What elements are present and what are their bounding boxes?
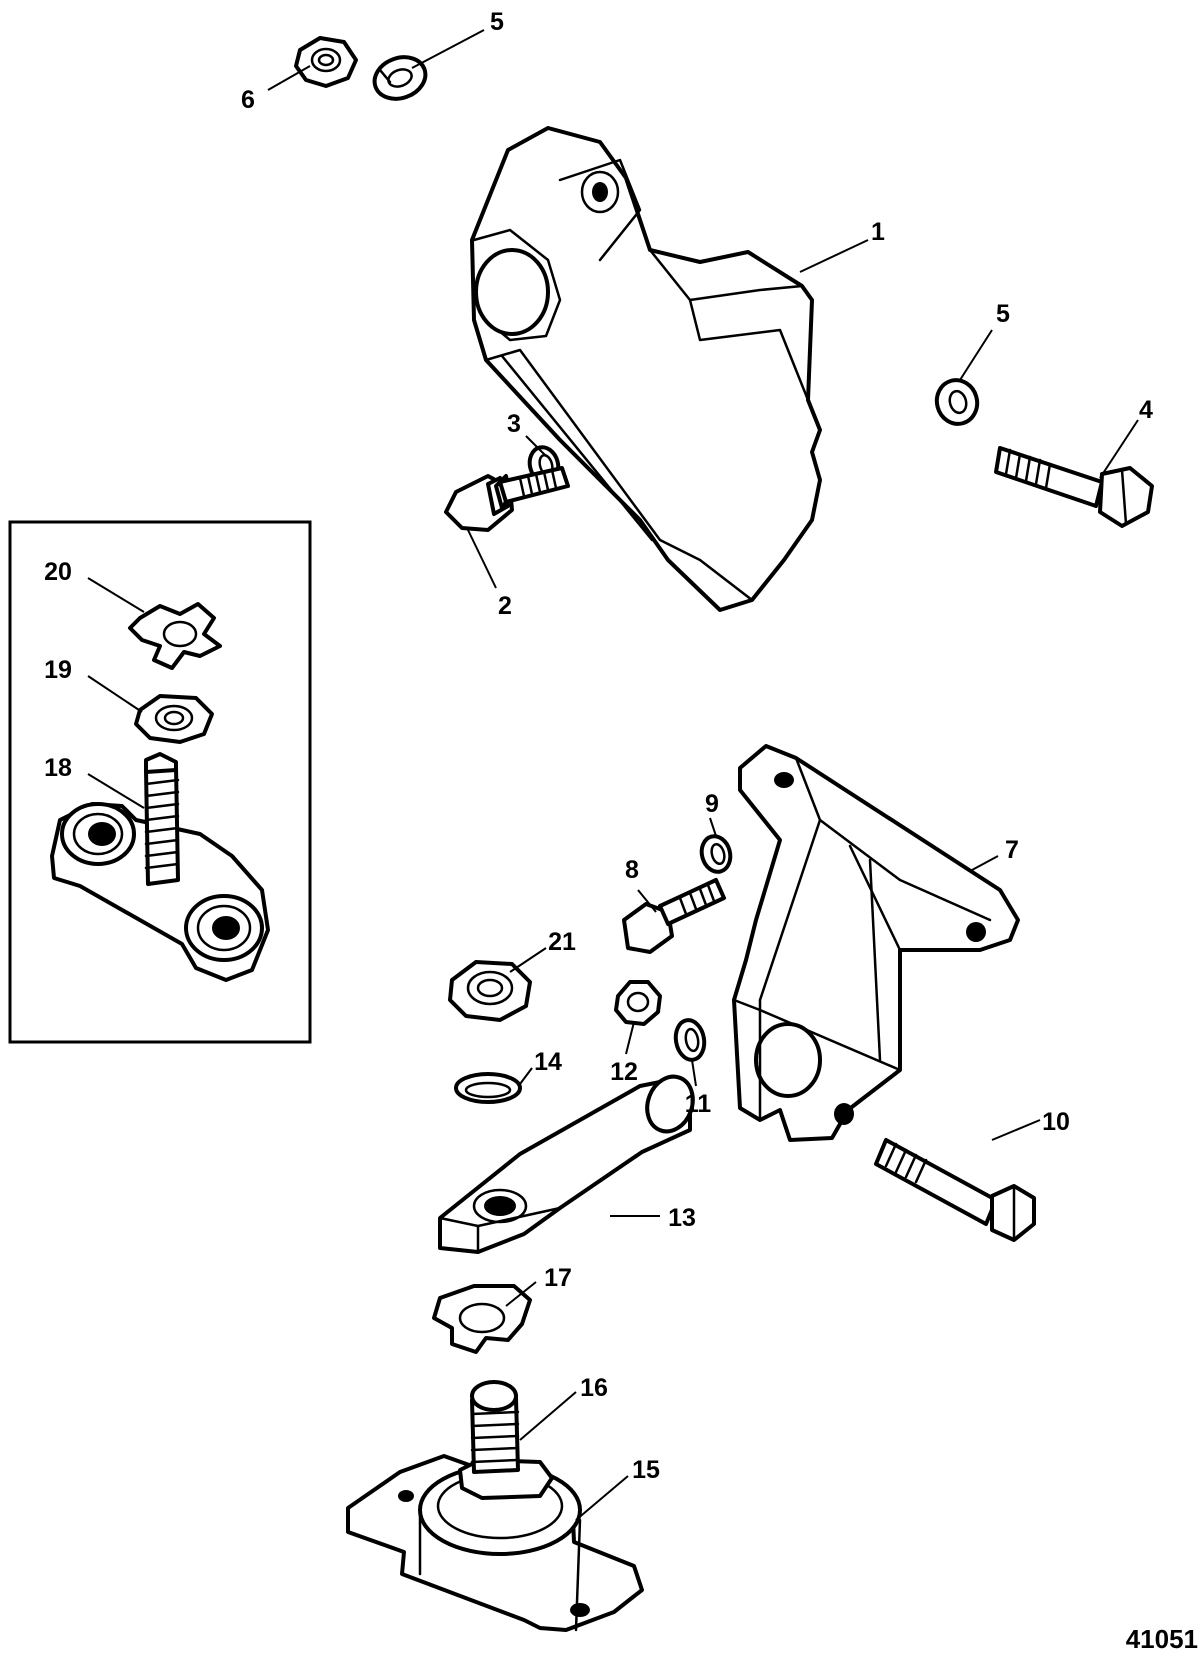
part-18-mount-with-stud[interactable]: [50, 752, 270, 982]
part-5-lock-washer-right[interactable]: [932, 376, 982, 429]
part-16-stud-and-nut[interactable]: [458, 1380, 554, 1500]
part-9-lock-washer[interactable]: [698, 833, 734, 875]
callout-18: 18: [44, 754, 72, 782]
part-17-tab-washer[interactable]: [432, 1284, 532, 1354]
drawing-number: 41051: [1126, 1624, 1198, 1654]
part-1-mounting-bracket[interactable]: [470, 126, 822, 612]
part-12-hex-nut-small[interactable]: [614, 980, 662, 1026]
callout-15: 15: [632, 1456, 660, 1484]
callout-4: 4: [1139, 396, 1153, 424]
part-21-hex-nut-large[interactable]: [448, 960, 532, 1022]
callout-10: 10: [1042, 1108, 1070, 1136]
callout-17: 17: [544, 1264, 572, 1292]
callout-19: 19: [44, 656, 72, 684]
callout-9: 9: [705, 790, 719, 818]
callout-16: 16: [580, 1374, 608, 1402]
part-11-lock-washer[interactable]: [673, 1018, 708, 1062]
inset-box: [8, 520, 312, 1044]
callout-13: 13: [668, 1204, 696, 1232]
part-19-hex-nut[interactable]: [134, 694, 214, 744]
callout-7: 7: [1005, 836, 1019, 864]
part-7-mount-bracket[interactable]: [732, 744, 1020, 1142]
part-6-hex-nut[interactable]: [294, 36, 358, 88]
part-8-hex-bolt[interactable]: [622, 878, 726, 954]
part-10-hex-bolt-long[interactable]: [874, 1138, 1036, 1242]
leader-lines: [87, 29, 1139, 1521]
part-5-lock-washer-top[interactable]: [369, 50, 432, 105]
callout-6: 6: [241, 86, 255, 114]
callout-1: 1: [871, 218, 885, 246]
callout-5-right: 5: [996, 300, 1010, 328]
part-13-terminal-bracket[interactable]: [438, 1070, 700, 1254]
part-14-retaining-ring[interactable]: [454, 1072, 522, 1104]
callout-labels: 6 5 1 3 2 5 4 20 19 18 7 9 8 21 12 11 14…: [44, 8, 1153, 1484]
part-20-tab-washer[interactable]: [128, 602, 222, 670]
callout-5-top: 5: [490, 8, 504, 36]
callout-8: 8: [625, 856, 639, 884]
callout-20: 20: [44, 558, 72, 586]
callout-11: 11: [685, 1090, 712, 1118]
callout-14: 14: [534, 1048, 562, 1076]
callout-21: 21: [548, 928, 576, 956]
part-4-hex-bolt-long[interactable]: [994, 446, 1154, 528]
callout-12: 12: [610, 1058, 638, 1086]
callout-3: 3: [507, 410, 521, 438]
callout-2: 2: [498, 592, 512, 620]
part-2-hex-bolt[interactable]: [444, 466, 570, 532]
